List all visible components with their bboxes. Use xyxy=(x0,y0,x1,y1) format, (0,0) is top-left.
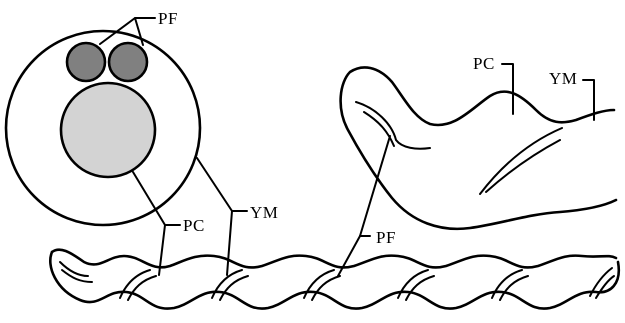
pf-top-line-b xyxy=(135,18,143,45)
pf-mid-line-b xyxy=(338,236,360,276)
ym-left-line-a xyxy=(197,158,247,211)
ym-left-line-b xyxy=(227,211,232,275)
round-cell xyxy=(6,31,200,225)
elongated-inner-crescent-a xyxy=(480,128,562,194)
ribbon-bottom-edge xyxy=(50,252,618,309)
granule-left xyxy=(67,43,105,81)
pc-right-line xyxy=(502,64,513,114)
label-ym-right: YM xyxy=(549,69,577,88)
elongated-inner-crescent-b xyxy=(486,140,560,192)
ribbon-top-edge xyxy=(52,250,616,268)
granule-right xyxy=(109,43,147,81)
label-ym-left: YM xyxy=(250,203,278,222)
label-pf-top: PF xyxy=(158,9,178,28)
label-pf-mid: PF xyxy=(376,228,396,247)
pc-right-leader xyxy=(502,64,513,114)
elongated-cell xyxy=(341,67,616,228)
twisted-ribbon xyxy=(50,250,618,309)
nucleus xyxy=(61,83,155,177)
ribbon-twist-1 xyxy=(60,262,88,276)
pf-mid-line-a xyxy=(360,136,390,236)
label-pc-right: PC xyxy=(473,54,495,73)
elongated-cell-outline xyxy=(341,67,616,228)
label-pc-left: PC xyxy=(183,216,205,235)
